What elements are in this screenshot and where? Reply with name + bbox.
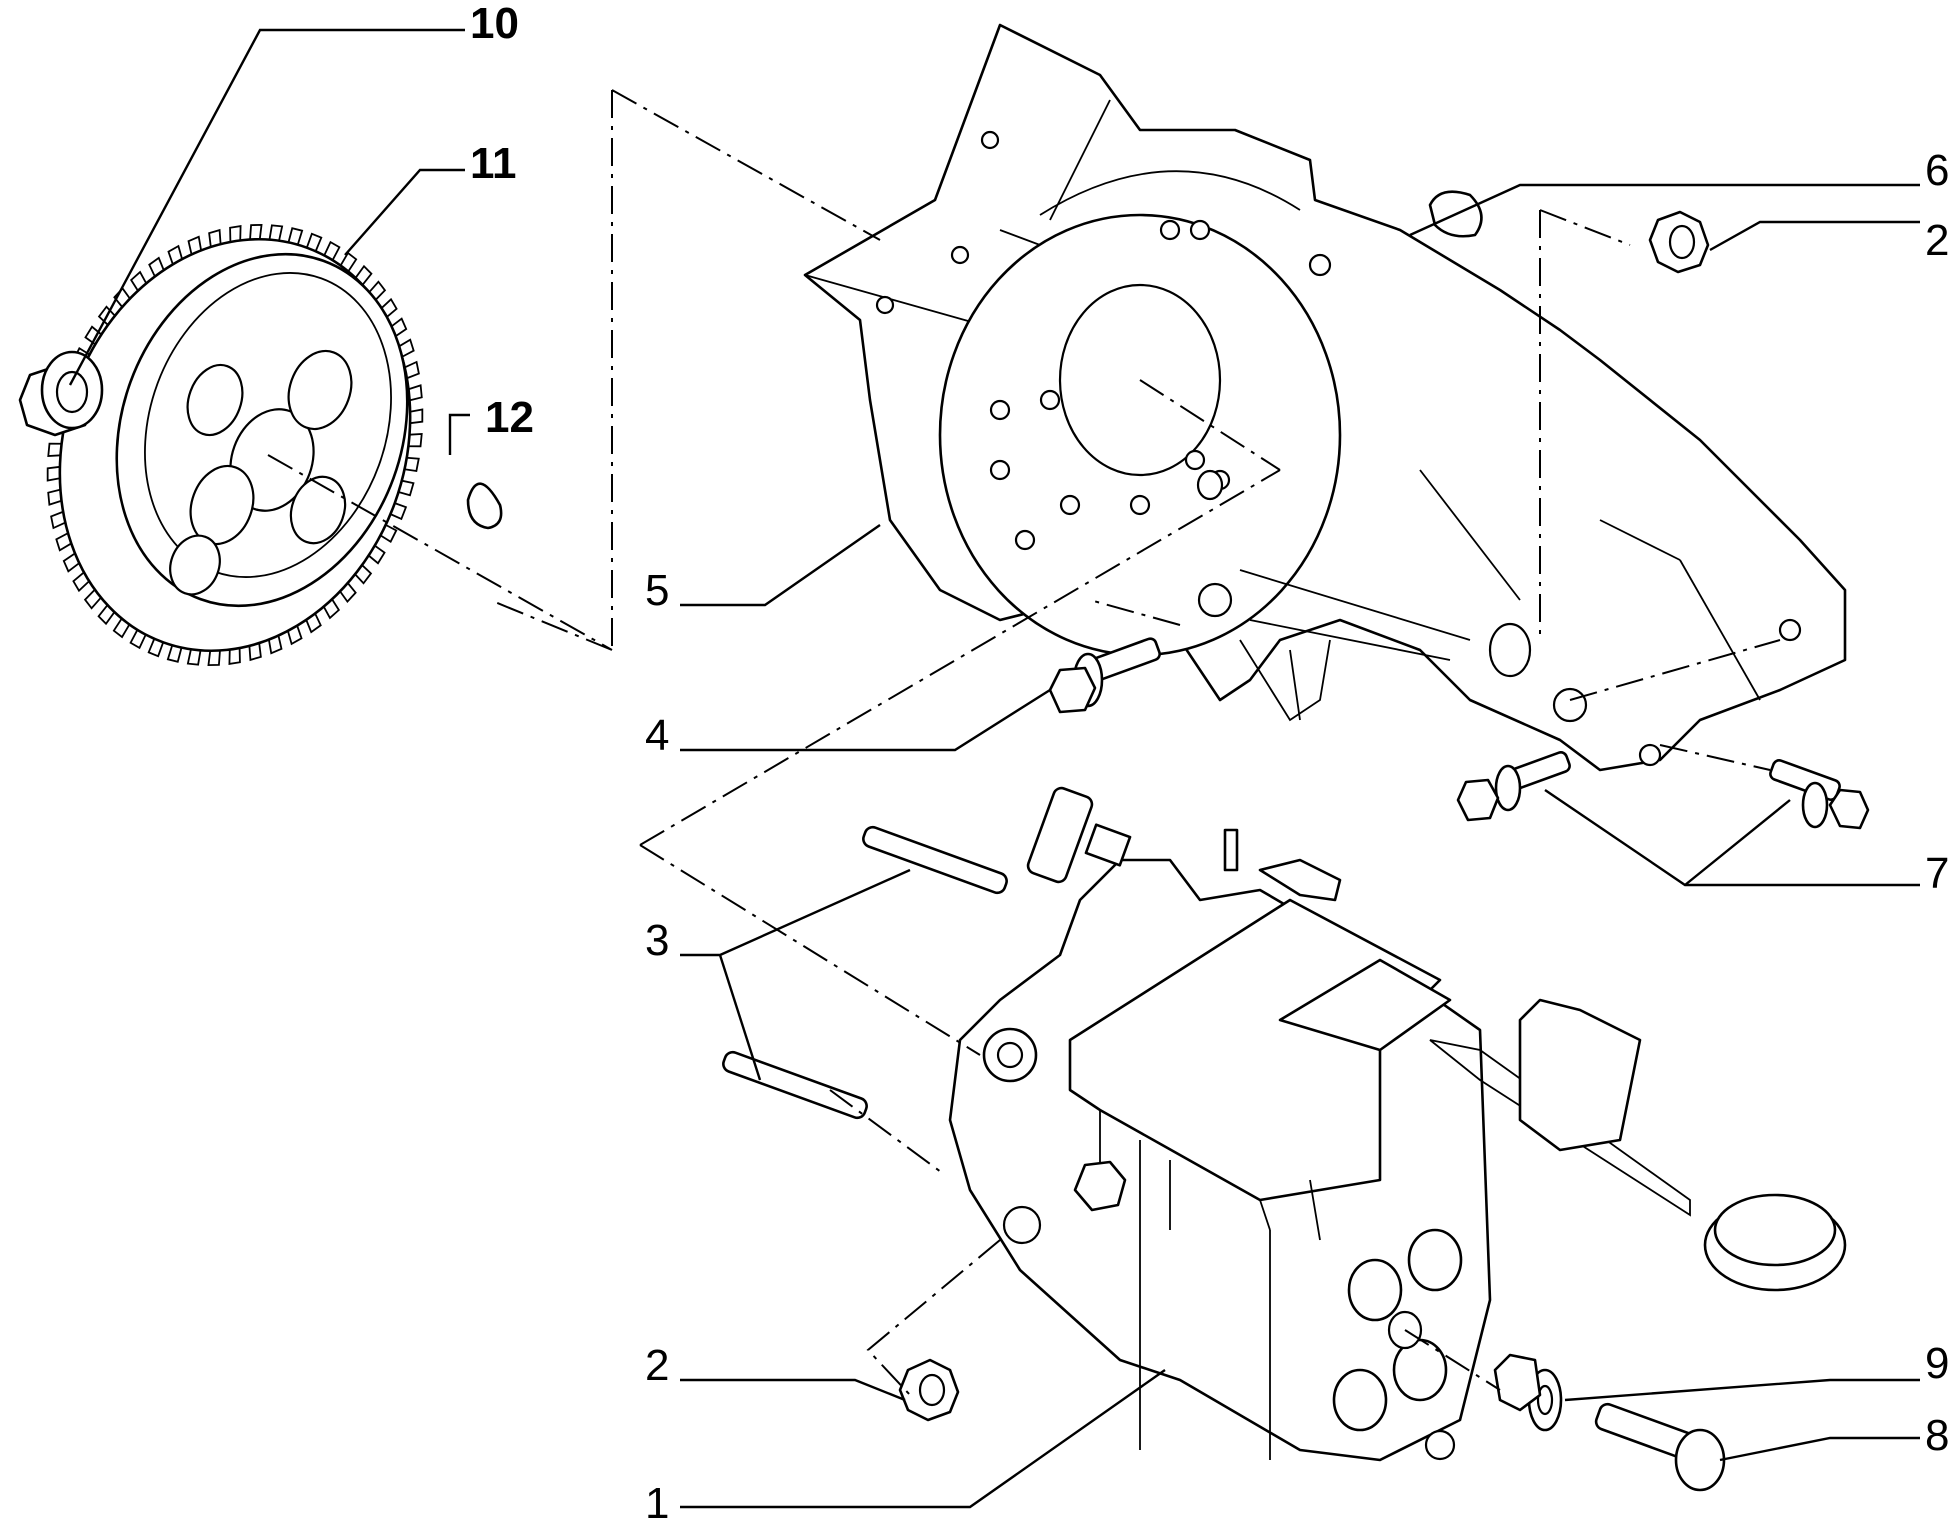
- gear-tooth: [408, 384, 423, 402]
- callout-4: 4: [645, 711, 669, 760]
- gear-tooth: [46, 465, 61, 482]
- leader-lines: [68, 28, 1920, 1509]
- gear-tooth: [62, 552, 80, 573]
- gear-tooth: [148, 256, 165, 277]
- gear-tooth: [408, 433, 423, 448]
- gear-tooth: [97, 604, 116, 626]
- gear-tooth: [287, 227, 304, 245]
- gear-tooth: [398, 479, 415, 497]
- bolt-7-right: [1769, 759, 1870, 830]
- nut-2-lower: [898, 1358, 960, 1422]
- woodruff-key: [466, 482, 503, 530]
- callout-7: 7: [1925, 849, 1949, 898]
- gear-nut: [18, 350, 104, 437]
- gear-tooth: [47, 488, 62, 506]
- gear-tooth: [84, 325, 102, 346]
- gear-tooth: [390, 317, 408, 338]
- callout-2-lower: 2: [645, 1341, 669, 1390]
- gear-tooth: [147, 638, 165, 658]
- gear-tooth: [267, 635, 283, 655]
- gear-tooth: [229, 225, 242, 242]
- bolt-8: [1594, 1402, 1726, 1492]
- gear-tooth: [228, 648, 241, 665]
- gear-tooth: [268, 224, 284, 241]
- pump-support-housing: [803, 23, 1847, 772]
- injection-pump: [948, 786, 1847, 1462]
- gear-tooth: [207, 650, 221, 667]
- callout-9: 9: [1925, 1339, 1949, 1388]
- bolt-4: [1048, 637, 1161, 714]
- gear-tooth: [404, 456, 420, 472]
- gear-tooth: [380, 297, 398, 319]
- gear-tooth: [83, 588, 102, 610]
- washer-9: [1493, 1353, 1563, 1432]
- gear-tooth: [390, 502, 408, 521]
- gear-tooth: [398, 338, 415, 358]
- callout-8: 8: [1925, 1411, 1949, 1460]
- gear-tooth: [55, 532, 72, 552]
- stud-upper: [862, 825, 1008, 895]
- gear-tooth: [354, 564, 373, 585]
- callout-1: 1: [645, 1479, 669, 1518]
- gear-tooth: [305, 232, 323, 252]
- timing-gear: [46, 223, 424, 667]
- gear-tooth: [404, 360, 420, 380]
- gear-tooth: [129, 629, 147, 650]
- gear-tooth: [129, 270, 148, 292]
- gear-tooth: [305, 613, 322, 634]
- gear-tooth: [287, 625, 303, 646]
- callout-2-upper: 2: [1925, 216, 1949, 265]
- callout-10: 10: [470, 0, 519, 48]
- gear-tooth: [339, 582, 357, 604]
- gear-tooth: [72, 571, 90, 593]
- gear-tooth: [208, 228, 222, 248]
- gear-tooth: [249, 223, 263, 240]
- callout-11: 11: [470, 139, 517, 188]
- gear-tooth: [166, 645, 183, 663]
- gear-tooth: [354, 264, 373, 286]
- gear-tooth: [322, 598, 341, 620]
- gear-tooth: [409, 408, 424, 425]
- nut-2-upper: [1648, 210, 1710, 274]
- callout-12: 12: [485, 393, 534, 442]
- assembly-lines: [267, 89, 1781, 1396]
- callout-5: 5: [645, 566, 669, 615]
- gear-tooth: [379, 524, 398, 543]
- callout-3: 3: [645, 916, 669, 965]
- gear-tooth: [187, 235, 203, 255]
- gear-tooth: [368, 280, 387, 302]
- bolt-7-left: [1456, 751, 1571, 822]
- gear-tooth: [112, 618, 131, 639]
- gear-tooth: [368, 544, 386, 565]
- callout-6: 6: [1925, 146, 1949, 195]
- gear-tooth: [323, 240, 341, 261]
- gear-tooth: [50, 510, 66, 530]
- gear-tooth: [47, 442, 62, 457]
- gear-tooth: [186, 649, 202, 666]
- gear-tooth: [248, 642, 262, 662]
- stud-lower: [722, 1050, 868, 1120]
- gear-tooth: [339, 251, 358, 272]
- gear-tooth: [167, 244, 183, 265]
